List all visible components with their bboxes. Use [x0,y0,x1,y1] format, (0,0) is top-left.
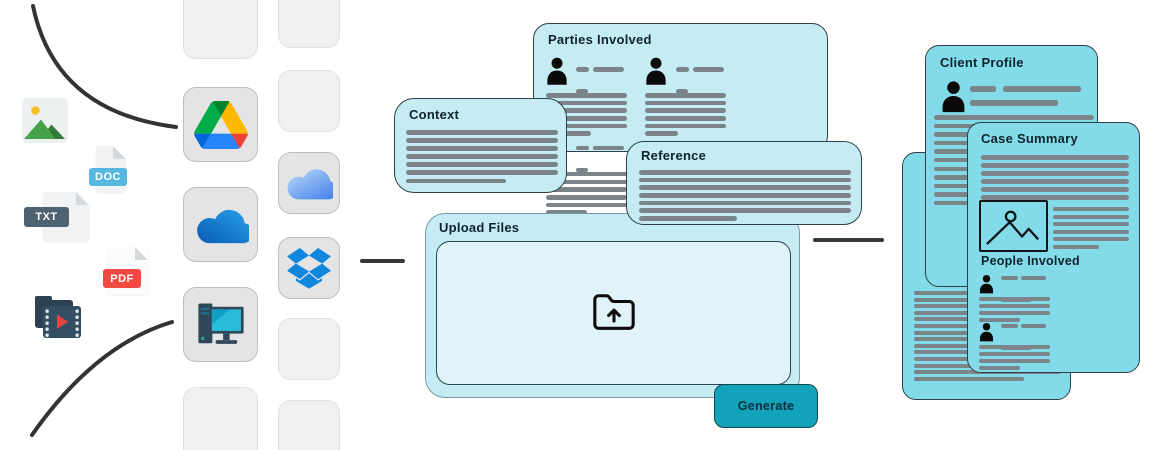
pdf-file-label: PDF [103,269,141,288]
google-drive-icon [193,100,248,149]
context-card: Context [394,98,567,193]
case-summary-title: Case Summary [981,131,1078,146]
person-icon [979,322,994,342]
upload-files-card: Upload Files [425,213,800,398]
parties-involved-title: Parties Involved [548,32,652,47]
empty-tile [278,400,340,450]
case-summary-card: Case Summary People Involved [967,122,1140,373]
computer-icon [197,302,244,344]
text-placeholder-segments [970,86,1081,92]
people-involved-title: People Involved [981,254,1080,268]
empty-tile [278,318,340,380]
person-icon [646,57,667,85]
text-placeholder-lines [1053,207,1129,249]
folder-upload-icon [592,294,635,330]
empty-tile [278,0,340,48]
onedrive-icon [196,209,249,243]
parties-involved-card: Parties Involved [533,23,828,215]
generate-button-label: Generate [737,399,795,413]
source-tile-local-computer[interactable] [183,287,258,362]
reference-title: Reference [641,148,707,163]
party-column [645,57,727,136]
person-icon [979,274,994,294]
upload-files-title: Upload Files [439,220,520,235]
source-tile-onedrive[interactable] [183,187,258,262]
source-tile-dropbox[interactable] [278,237,340,299]
reference-card: Reference [626,141,862,225]
left-connector-line [360,259,405,263]
person-icon [547,57,567,85]
source-tile-google-drive[interactable] [183,87,258,162]
empty-tile [183,387,258,450]
empty-tile [278,70,340,132]
doc-file-label: DOC [89,168,127,186]
right-connector-line [813,238,884,242]
upload-dropzone[interactable] [436,241,791,385]
text-placeholder-lines [981,155,1129,203]
party-column [546,57,627,136]
context-title: Context [409,107,460,122]
parties-columns [546,57,818,215]
image-file-icon [22,98,68,143]
text-placeholder-lines [546,171,627,215]
people-columns [979,274,1130,370]
dropbox-icon [287,247,331,289]
text-placeholder-segments [970,100,1058,106]
icloud-icon [287,169,333,200]
generate-button[interactable]: Generate [714,384,818,428]
empty-tile [183,0,258,59]
image-placeholder-icon [985,210,1040,246]
video-file-icon [35,294,83,342]
client-profile-title: Client Profile [940,55,1024,70]
text-placeholder-lines [645,93,727,136]
text-placeholder-lines [639,170,851,221]
party-column [546,136,627,215]
person-icon [942,81,965,113]
text-placeholder-lines [406,130,558,184]
source-tile-icloud[interactable] [278,152,340,214]
people-column [979,274,1050,322]
txt-file-label: TXT [24,207,69,227]
text-placeholder-lines [546,93,627,136]
people-column [979,322,1050,370]
image-placeholder-box [979,200,1048,252]
